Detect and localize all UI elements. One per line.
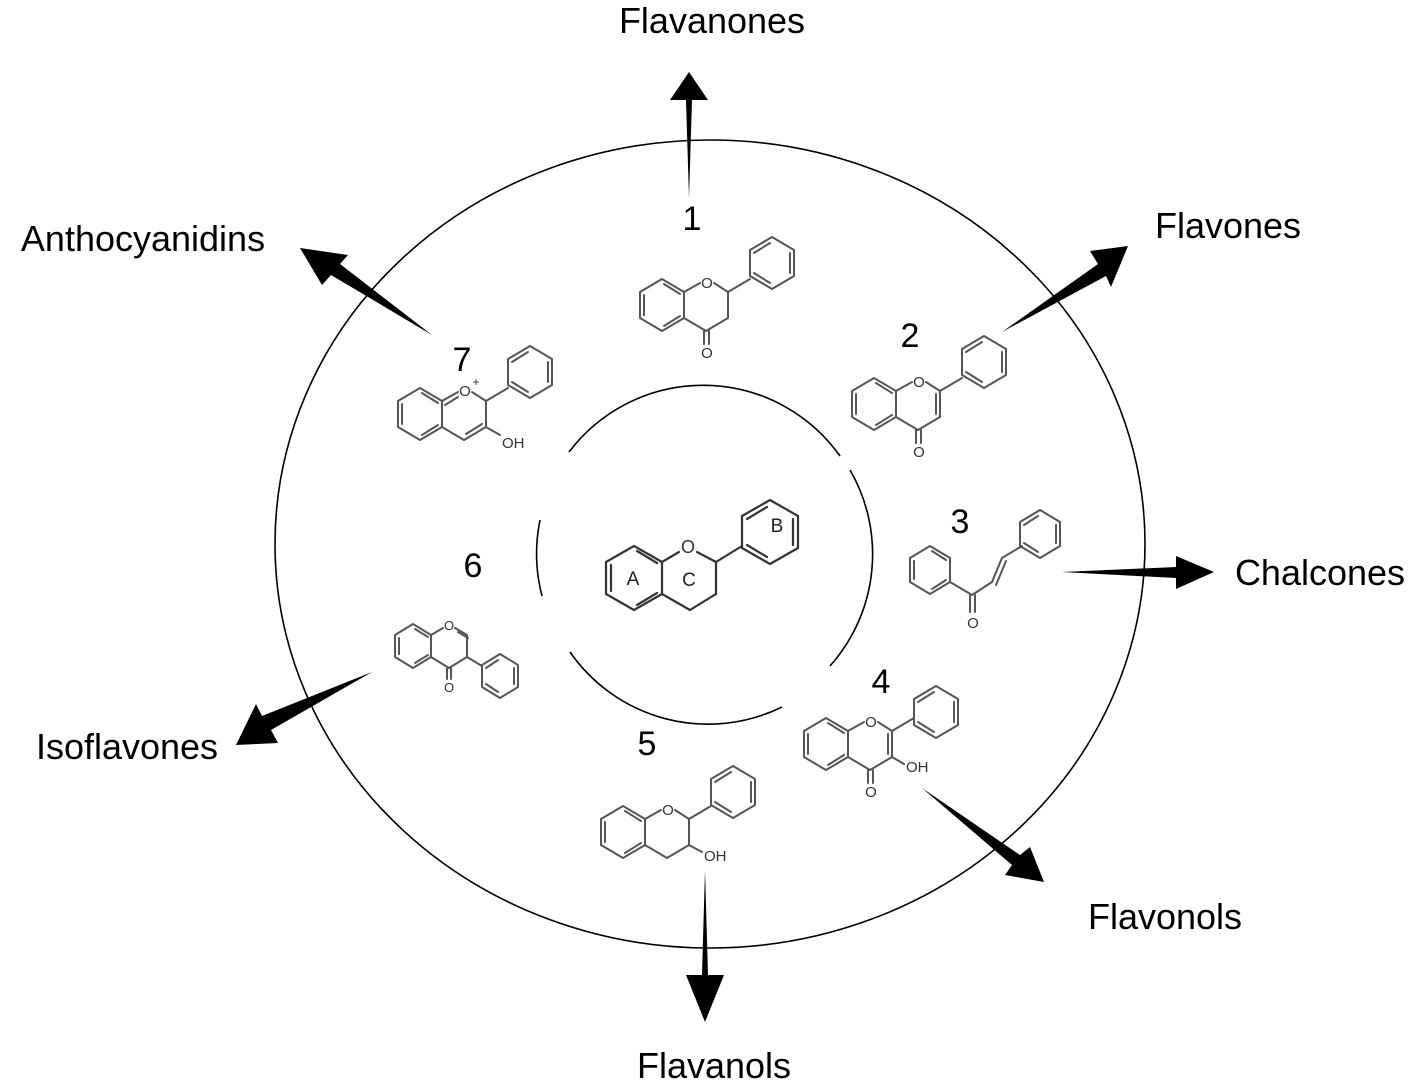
atom-label: + [472,375,479,389]
atom-label: O [701,345,713,362]
arrow-isoflavones [236,672,372,745]
chalcone-structure: O [909,509,1061,632]
ring-label-a: A [627,569,640,590]
atom-label: OH [704,848,727,865]
class-number-7: 7 [453,341,472,379]
atom-label: O [865,784,877,801]
arrow-flavonols [922,788,1044,882]
arrow-chalcones [1062,556,1214,589]
isoflavone-structure: O O [394,618,519,699]
flavanone-structure: O O [639,236,795,362]
atom-label: OH [906,759,929,776]
arrow-flavanols [686,870,724,1022]
atom-label: O [701,275,713,292]
atom-label: O [459,383,471,400]
ring-label-c: C [682,570,696,591]
class-number-4: 4 [872,663,891,701]
atom-label: O [662,802,674,819]
flavanol-structure: O OH [600,765,756,865]
label-flavonols: Flavonols [1088,896,1242,937]
atom-label: O [913,374,925,391]
anthocyanidin-structure: O + OH [397,345,553,452]
flavonol-structure: O O OH [803,685,959,801]
class-number-6: 6 [464,547,483,585]
flavone-structure: O O [851,335,1007,461]
atom-label: O [967,615,979,632]
label-flavanones: Flavanones [619,0,805,41]
outer-circle [274,139,1146,949]
atom-label: OH [502,435,525,452]
ring-label-b: B [771,516,784,537]
class-number-5: 5 [638,725,657,763]
atom-label: O [865,714,877,731]
arrow-flavanones [670,72,708,198]
class-number-3: 3 [951,503,970,541]
atom-label: O [444,618,454,633]
label-anthocyanidins: Anthocyanidins [21,218,265,259]
core-flavan-structure: O A C B [604,498,800,612]
core-oxygen: O [681,537,695,557]
atom-label: O [913,444,925,461]
label-flavones: Flavones [1155,205,1301,246]
class-number-1: 1 [683,200,702,238]
inner-circle [535,384,874,725]
atom-label: O [444,680,454,695]
arrow-flavones [1002,246,1128,332]
arrow-anthocyanidins [300,248,432,335]
label-isoflavones: Isoflavones [36,726,218,767]
label-chalcones: Chalcones [1235,552,1405,593]
class-number-2: 2 [901,317,920,355]
label-flavanols: Flavanols [637,1045,791,1086]
